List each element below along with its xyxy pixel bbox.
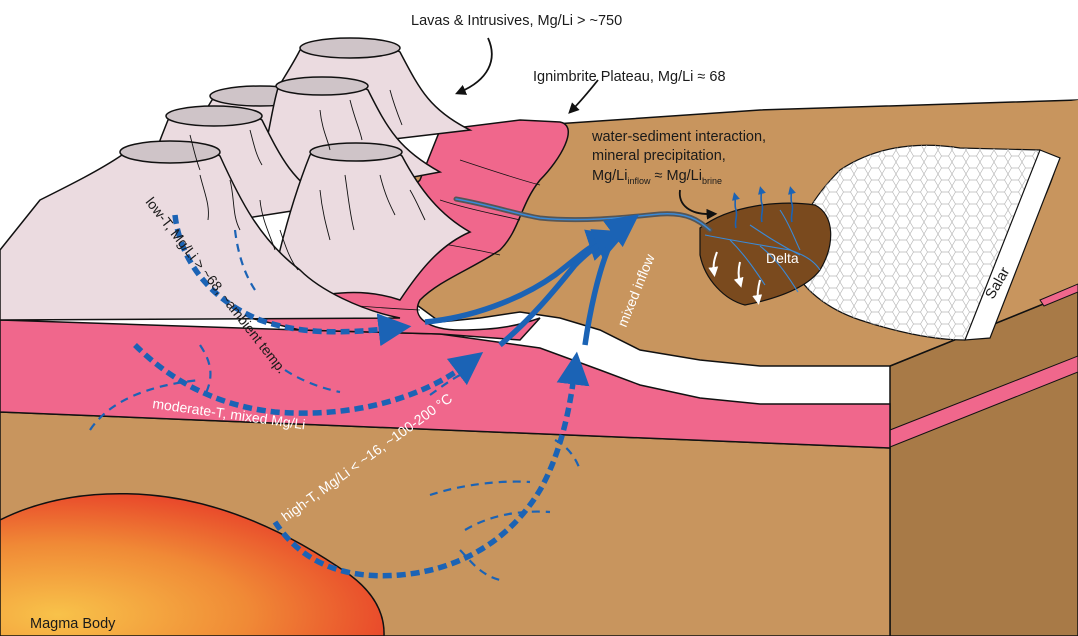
mg-li-approx-text: ≈ Mg/Li — [650, 168, 701, 184]
inflow-subscript: inflow — [627, 176, 651, 186]
volcano-group — [0, 38, 470, 320]
lavas-label: Lavas & Intrusives, Mg/Li > ~750 — [411, 13, 622, 29]
ignimbrite-label: Ignimbrite Plateau, Mg/Li ≈ 68 — [533, 69, 726, 85]
brine-subscript: brine — [702, 176, 722, 186]
delta-label: Delta — [766, 250, 799, 266]
magma-label: Magma Body — [30, 616, 116, 632]
lavas-callout-arrow — [460, 38, 492, 92]
mg-li-inflow-text: Mg/Li — [592, 168, 627, 184]
water-sediment-line2: mineral precipitation, — [592, 148, 726, 164]
water-sediment-line1: water-sediment interaction, — [591, 129, 766, 145]
